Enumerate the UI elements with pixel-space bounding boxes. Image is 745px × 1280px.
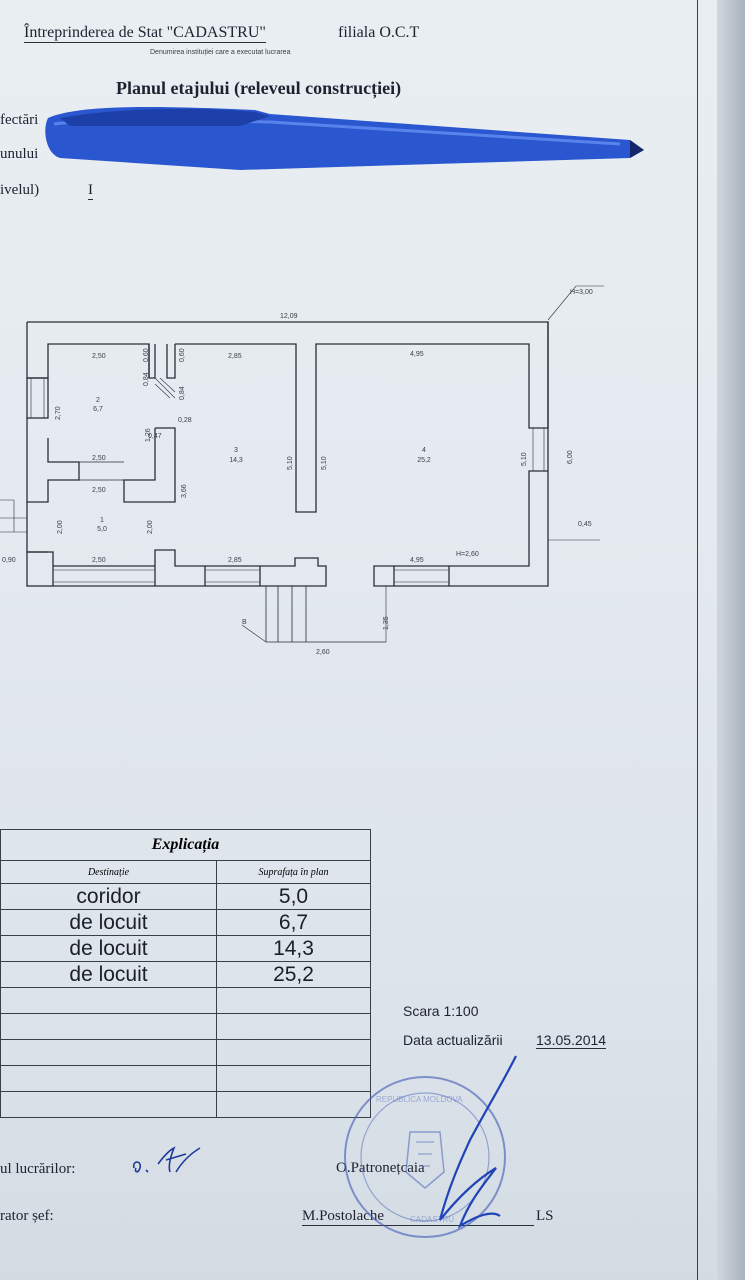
room-3-number: 3 — [234, 447, 238, 454]
row-area — [216, 1091, 371, 1118]
dim-wall-g: 0,28 — [178, 417, 192, 424]
dim-door-d: 0,84 — [179, 386, 186, 400]
room-2-area: 6,7 — [93, 406, 103, 413]
executor-name: O.Patronețcaia — [336, 1160, 425, 1176]
dim-h-stair: 3,66 — [181, 484, 188, 498]
executor-signature — [132, 1146, 201, 1173]
room-3-area: 14,3 — [229, 457, 243, 464]
page-edge-shadow — [717, 0, 745, 1280]
row-destination — [0, 1039, 217, 1066]
dim-h-room3a: 5,10 — [287, 456, 294, 470]
dim-h-room1b: 2,00 — [147, 520, 154, 534]
explanation-table: Explicația Destinație Suprafața în plan … — [0, 829, 371, 1118]
chief-signature — [438, 1055, 517, 1229]
dim-h-room4: 5,10 — [521, 452, 528, 466]
room-1-number: 1 — [100, 517, 104, 524]
svg-text:CADASTRU: CADASTRU — [410, 1215, 454, 1224]
dim-h-room2: 2,70 — [55, 406, 62, 420]
dim-top-mid: 2,85 — [228, 353, 242, 360]
row-destination: de locuit — [0, 909, 217, 936]
dim-top-right: 4,95 — [410, 351, 424, 358]
dim-mid-left2: 2,50 — [92, 487, 106, 494]
official-stamp: REPUBLICA MOLDOVA CADASTRU — [344, 1076, 506, 1238]
org-name: Întreprinderea de Stat "CADASTRU" — [24, 24, 266, 43]
dim-door-b: 0,60 — [179, 348, 186, 362]
row-area: 6,7 — [216, 909, 371, 936]
document-title: Planul etajului (releveul construcției) — [116, 78, 402, 98]
dim-wall-f: 0,47 — [148, 433, 162, 440]
row-destination — [0, 1013, 217, 1040]
dim-porch-depth: 1,35 — [383, 616, 390, 630]
room-4-area: 25,2 — [417, 457, 431, 464]
height-mark: H=3,00 — [570, 289, 593, 296]
table-row — [0, 1091, 371, 1118]
room-4-number: 4 — [422, 447, 426, 454]
row-destination: de locuit — [0, 961, 217, 988]
explanation-title: Explicația — [0, 829, 371, 861]
porch-label: B — [242, 619, 247, 626]
row-destination: coridor — [0, 883, 217, 910]
table-row — [0, 987, 371, 1014]
row-destination — [0, 987, 217, 1014]
row-area — [216, 1065, 371, 1092]
row-area: 5,0 — [216, 883, 371, 910]
dim-left-small: 0,90 — [2, 557, 16, 564]
col-area-header: Suprafața în plan — [216, 860, 371, 884]
table-row — [0, 1039, 371, 1066]
row-destination: de locuit — [0, 935, 217, 962]
date-value: 13.05.2014 — [536, 1032, 607, 1049]
row-area: 25,2 — [216, 961, 371, 988]
org-subtitle: Denumirea instituției care a executat lu… — [150, 49, 291, 56]
dim-total-height: 6,00 — [567, 450, 574, 464]
svg-text:REPUBLICA MOLDOVA: REPUBLICA MOLDOVA — [376, 1095, 463, 1104]
executor-label: ul lucrărilor: — [0, 1161, 76, 1177]
date-label: Data actualizării — [403, 1032, 503, 1048]
room-2-number: 2 — [96, 397, 100, 404]
dim-total-width: 12,09 — [280, 313, 298, 320]
branch-name: filiala O.C.T — [338, 24, 420, 41]
chief-label: rator șef: — [0, 1208, 54, 1224]
dim-door-a: 0,60 — [143, 348, 150, 362]
row-area — [216, 987, 371, 1014]
dim-top-left: 2,50 — [92, 353, 106, 360]
ls-label: LS — [536, 1208, 554, 1224]
pen-object — [45, 107, 644, 170]
destination-label: fectări — [0, 112, 39, 128]
row-destination — [0, 1091, 217, 1118]
level-label: ivelul) — [0, 182, 40, 198]
row-area: 14,3 — [216, 935, 371, 962]
chief-name: M.Postolache — [302, 1208, 534, 1226]
dim-wall-e: 1,26 — [145, 428, 152, 442]
dim-h-room1: 2,00 — [57, 520, 64, 534]
table-row — [0, 1065, 371, 1092]
scale-label: Scara 1:100 — [403, 1003, 479, 1019]
dim-porch-width: 2,60 — [316, 649, 330, 656]
dim-side-small: 0,45 — [578, 521, 592, 528]
dim-porch-h: H=2,60 — [456, 551, 479, 558]
row-destination — [0, 1065, 217, 1092]
col-destination-header: Destinație — [0, 860, 217, 884]
dim-bot-right: 4,95 — [410, 557, 424, 564]
dim-mid-left: 2,50 — [92, 455, 106, 462]
table-row — [0, 1013, 371, 1040]
page-frame — [697, 0, 698, 1280]
row-area — [216, 1013, 371, 1040]
level-value: I — [88, 182, 93, 200]
number-label: unului — [0, 146, 39, 162]
dim-h-room3b: 5,10 — [321, 456, 328, 470]
floor-plan: H=3,00 12,09 2,50 2,85 4,95 2,50 2,50 2,… — [0, 285, 604, 656]
dim-bot-left: 2,50 — [92, 557, 106, 564]
row-area — [216, 1039, 371, 1066]
room-1-area: 5,0 — [97, 526, 107, 533]
dim-bot-mid: 2,85 — [228, 557, 242, 564]
dim-door-c: 0,84 — [143, 372, 150, 386]
